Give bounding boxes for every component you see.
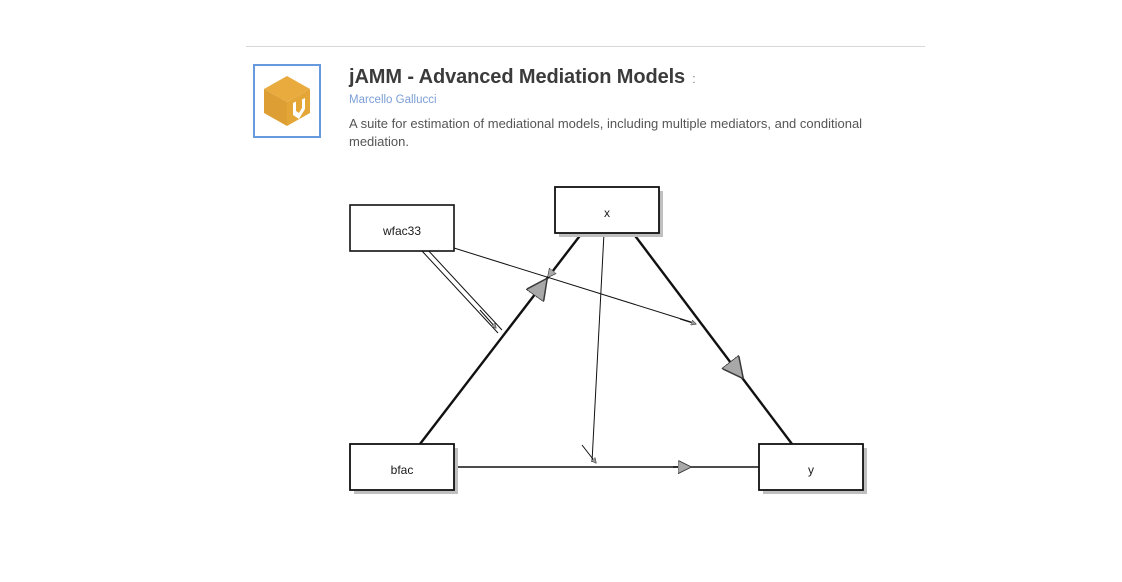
edge-x-moderates-bfac-y <box>581 232 605 463</box>
module-text-block: jAMM - Advanced Mediation Models : Marce… <box>349 64 925 151</box>
path-diagram-canvas: wfac33 x bfac y <box>349 186 867 494</box>
node-layer: wfac33 x bfac y <box>349 186 867 494</box>
title-separator: : <box>692 71 696 86</box>
module-entry[interactable]: jAMM - Advanced Mediation Models : Marce… <box>246 64 925 151</box>
edge-wfac33-moderates-x-y <box>453 247 696 324</box>
module-description: A suite for estimation of mediational mo… <box>349 116 863 149</box>
edge-bfac-to-x <box>419 232 583 445</box>
page-title: jAMM - Advanced Mediation Models <box>349 66 686 88</box>
header-divider <box>246 46 925 47</box>
module-icon-frame <box>253 64 321 138</box>
module-header: jAMM - Advanced Mediation Models : Marce… <box>246 46 925 151</box>
node-label-y: y <box>808 463 814 477</box>
node-label-bfac: bfac <box>391 463 414 477</box>
module-author-link[interactable]: Marcello Gallucci <box>349 94 437 106</box>
node-label-wfac33: wfac33 <box>382 224 421 238</box>
node-label-x: x <box>604 206 610 220</box>
module-title-line: jAMM - Advanced Mediation Models : <box>349 66 925 88</box>
edge-layer <box>419 232 793 467</box>
edge-x-to-y <box>632 232 793 445</box>
node-y[interactable]: y <box>758 443 867 494</box>
jamovi-cube-icon <box>264 76 310 126</box>
node-wfac33[interactable]: wfac33 <box>349 204 455 252</box>
node-bfac[interactable]: bfac <box>349 443 458 494</box>
node-x[interactable]: x <box>554 186 663 237</box>
path-diagram: wfac33 x bfac y <box>330 170 900 510</box>
edge-wfac33-double <box>421 247 503 334</box>
